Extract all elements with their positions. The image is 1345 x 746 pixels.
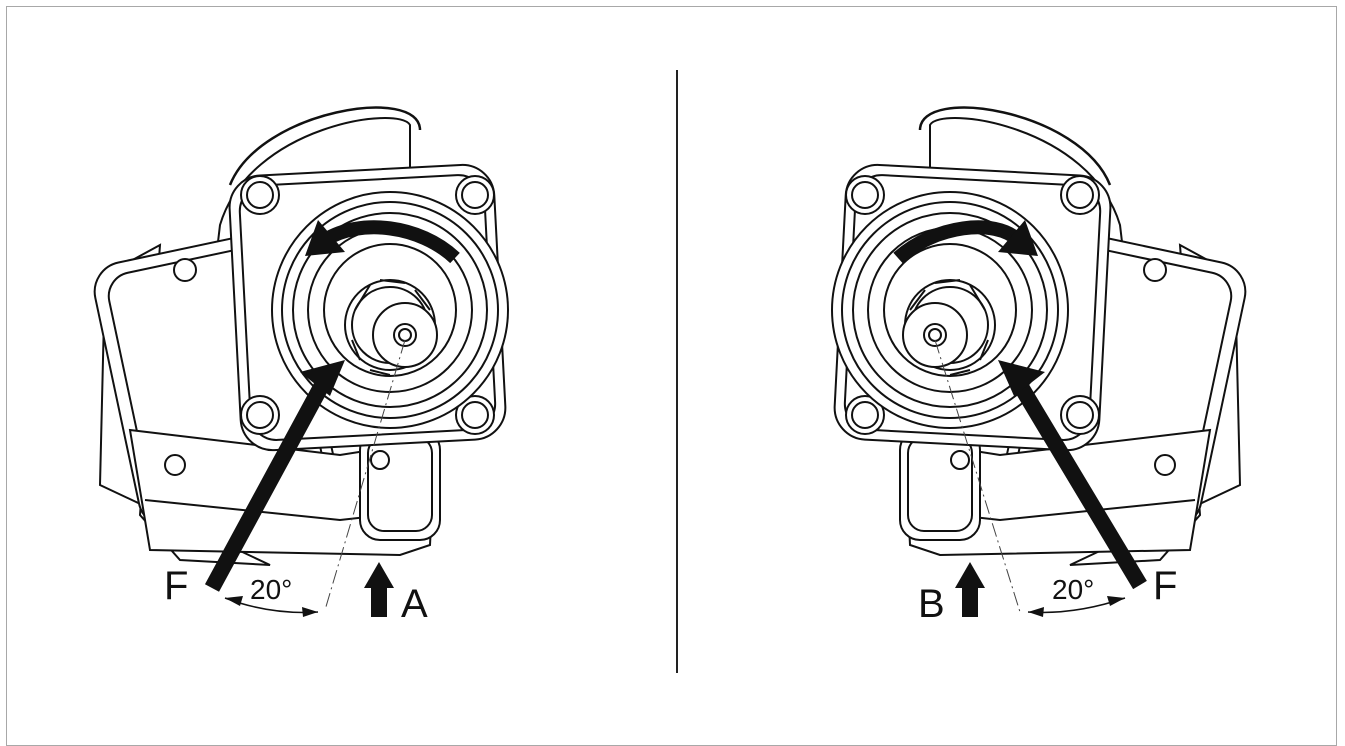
right-motor-drawing [830, 106, 1253, 617]
direction-arrow-b-icon [955, 562, 985, 588]
force-arrow-left [204, 381, 330, 592]
right-force-label: F [1153, 564, 1178, 608]
force-arrow-right [1013, 380, 1147, 590]
rotation-arrow-right-icon [893, 220, 1023, 264]
left-direction-label: A [401, 582, 428, 626]
right-direction-label: B [918, 582, 945, 626]
left-force-label: F [164, 564, 189, 608]
rotation-arrow-left-icon [321, 220, 460, 264]
left-angle-label: 20° [250, 574, 293, 605]
left-motor-drawing [87, 106, 510, 617]
direction-arrow-a-icon [364, 562, 394, 588]
panel-divider [676, 70, 678, 673]
right-angle-label: 20° [1052, 574, 1095, 605]
